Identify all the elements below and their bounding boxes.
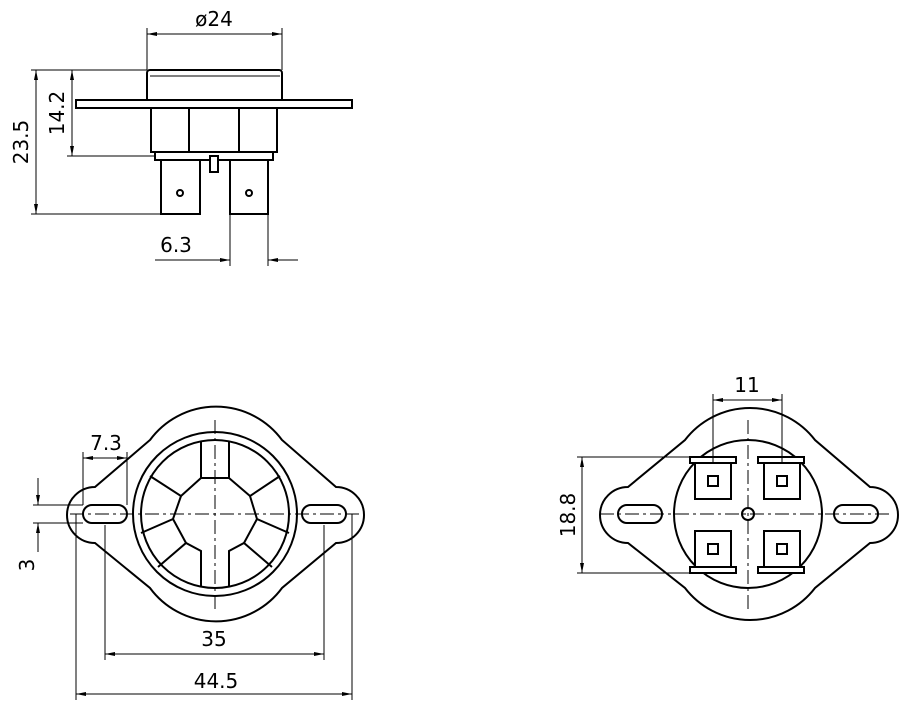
total-height-label: 23.5 (9, 120, 33, 165)
top-view: 7.3 3 35 44.5 (15, 405, 365, 700)
terminal-span-label: 18.8 (556, 493, 580, 538)
overall-length-label: 44.5 (194, 669, 239, 693)
diameter-label: ø24 (195, 7, 233, 31)
hole-spacing-label: 35 (201, 627, 226, 651)
side-view: ø24 23.5 14.2 6.3 (9, 7, 353, 266)
terminal-spacing-label: 11 (734, 373, 759, 397)
slot-length-label: 7.3 (90, 431, 122, 455)
terminal-width-label: 6.3 (160, 233, 192, 257)
bottom-view: 11 18.8 (556, 373, 899, 622)
body-height-label: 14.2 (45, 91, 69, 136)
slot-width-label: 3 (15, 559, 39, 572)
